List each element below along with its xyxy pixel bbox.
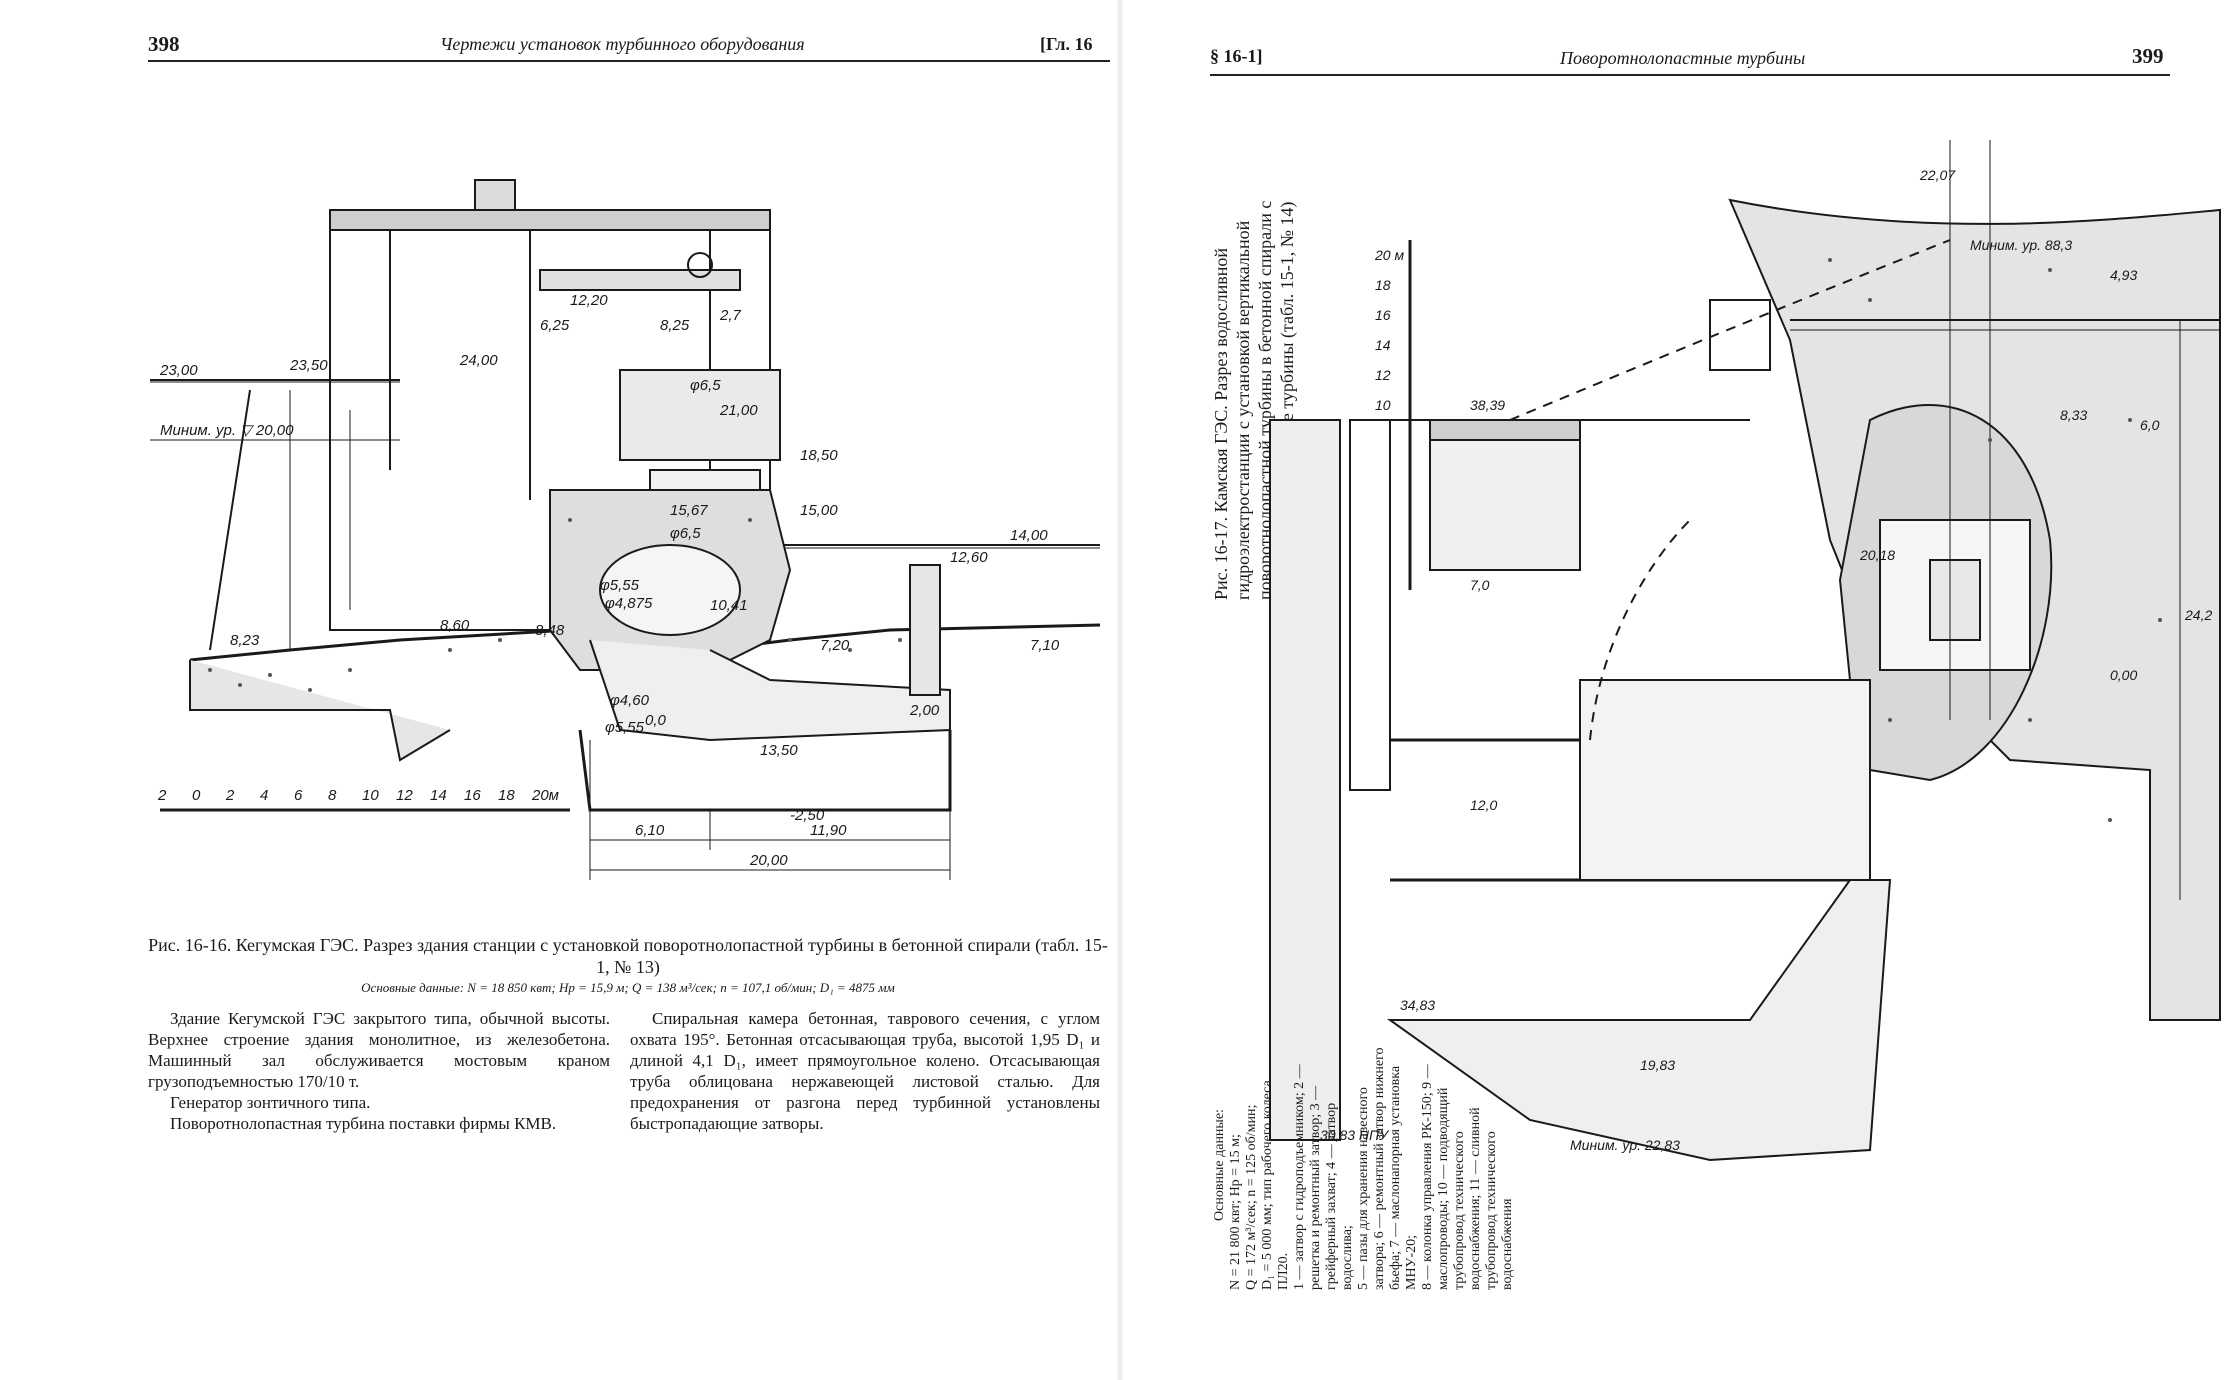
dimension-label: φ6,5	[670, 525, 701, 542]
dimension-label: 8,25	[660, 317, 690, 334]
elevation-label: 0,0	[645, 712, 667, 729]
scale-label: 10	[1375, 397, 1391, 413]
dimension-label: φ4,60	[610, 692, 650, 709]
legend-line: 1 — затвор с гидроподъемником; 2 — решет…	[1292, 1064, 1355, 1290]
legend-line: 5 — пазы для хранения навесного затвора;…	[1356, 1047, 1419, 1290]
elevation-label: 23,00	[159, 362, 198, 379]
elevation-label: 20,18	[1859, 547, 1895, 563]
elevation-label: 38,39	[1470, 397, 1505, 413]
text-column-1: Здание Кегумской ГЭС закрытого типа, обы…	[148, 1008, 610, 1134]
paragraph: Спиральная камера бетонная, таврового се…	[630, 1009, 1100, 1133]
paragraph: Поворотнолопастная турбина поставки фирм…	[170, 1114, 557, 1133]
legend-line: Q = 172 м³/сек; n = 125 об/мин;	[1244, 1104, 1259, 1290]
figure-caption-left: Рис. 16-16. Кегумская ГЭС. Разрез здания…	[148, 935, 1108, 977]
elevation-label: 12,60	[950, 549, 988, 566]
page-number-left: 398	[148, 32, 180, 56]
elevation-label: 15,00	[800, 502, 838, 519]
elevation-label: 8,23	[230, 632, 260, 649]
elevation-label: 7,10	[1030, 637, 1060, 654]
elevation-label: 4,93	[2110, 267, 2137, 283]
book-gutter	[1116, 0, 1124, 1380]
elevation-label: 7,20	[820, 637, 850, 654]
main-data-left: Основные данные: N = 18 850 квт; Hр = 15…	[361, 980, 895, 995]
scale-label: 20 м	[1374, 247, 1404, 263]
dimension-label: 2,7	[719, 307, 742, 324]
dimension-label: 7,0	[1470, 577, 1490, 593]
elevation-label: Миним. ур. ▽ 20,00	[160, 422, 294, 439]
page-number-right: 399	[2132, 44, 2164, 68]
dimension-label: φ5,55	[600, 577, 640, 594]
elevation-label: 23,50	[289, 357, 328, 374]
scale-label: 10	[362, 787, 379, 804]
elevation-label: Миним. ур. 22,83	[1570, 1137, 1680, 1153]
figure-kegum-section: 2 0 2 4 6 8 10 12 14 16 18 20м 23,00 23,…	[150, 179, 1101, 880]
dimension-label: 12,20	[570, 292, 608, 309]
elevation-label: 24,00	[459, 352, 498, 369]
scale-label: 8	[328, 787, 337, 804]
scale-label: 0	[192, 787, 201, 804]
dimension-label: 15,67	[670, 502, 708, 519]
elevation-label: -2,50	[790, 807, 825, 824]
scale-label: 16	[464, 787, 481, 804]
header-rule-left	[148, 60, 1110, 62]
dimension-label: 10,41	[710, 597, 748, 614]
chapter-ref: [Гл. 16	[1040, 34, 1093, 54]
scale-label: 14	[1375, 337, 1391, 353]
dimension-label: φ4,875	[605, 595, 653, 612]
figure-kama-section: 22,07 38,39 Миним. ур. 88,3 20,18 34,83 …	[1269, 140, 2221, 1162]
elevation-label: 34,83	[1400, 997, 1435, 1013]
paragraph: Генератор зонтичного типа.	[170, 1093, 371, 1112]
legend-title: Основные данные:	[1212, 1109, 1227, 1221]
elevation-label: 8,33	[2060, 407, 2087, 423]
paragraph: Здание Кегумской ГЭС закрытого типа, обы…	[148, 1009, 610, 1091]
dimension-label: 21,00	[719, 402, 758, 419]
elevation-label: 14,00	[1010, 527, 1048, 544]
scale-label: 20м	[531, 787, 559, 804]
elevation-label: Миним. ур. 88,3	[1970, 237, 2072, 253]
scale-label: 2	[157, 787, 167, 804]
dimension-label: 13,50	[760, 742, 798, 759]
scale-label: 12	[396, 787, 413, 804]
dimension-label: 6,0	[2140, 417, 2160, 433]
legend-line: D₁ = 5 000 мм; тип рабочего колеса ПЛ20.	[1260, 1080, 1291, 1290]
dimension-label: 6,10	[635, 822, 665, 839]
dimension-label: φ6,5	[690, 377, 721, 394]
elevation-label: 0,00	[2110, 667, 2137, 683]
legend-line: N = 21 800 квт; Hр = 15 м;	[1228, 1134, 1243, 1290]
elevation-label: 2,00	[909, 702, 940, 719]
dimension-label: 12,0	[1470, 797, 1497, 813]
scale-label: 6	[294, 787, 303, 804]
running-title-left: Чертежи установок турбинного оборудовани…	[440, 34, 805, 54]
legend-line: 8 — колонка управления РК-150; 9 — масло…	[1420, 1064, 1515, 1290]
scale-label: 14	[430, 787, 447, 804]
dimension-label: 6,25	[540, 317, 570, 334]
dimension-label: 11,90	[810, 822, 847, 839]
elevation-label: 19,83	[1640, 1057, 1675, 1073]
elevation-label: 8,48	[535, 622, 565, 639]
dimension-label: 24,2	[2184, 607, 2212, 623]
scale-label: 18	[1375, 277, 1391, 293]
header-rule-right	[1210, 74, 2170, 76]
scale-label: 2	[225, 787, 235, 804]
dimension-label: 20,00	[749, 852, 788, 869]
elevation-label: 18,50	[800, 447, 838, 464]
dimension-label: φ5,55	[605, 719, 645, 736]
section-ref: § 16-1]	[1210, 46, 1263, 66]
figure-legend-right: Основные данные: N = 21 800 квт; Hр = 15…	[1212, 1040, 1516, 1290]
right-page: § 16-1] Поворотнолопастные турбины 399 Р…	[1120, 0, 2240, 1380]
elevation-label: 30,83 НПУ	[1320, 1127, 1390, 1143]
scale-label: 12	[1375, 367, 1391, 383]
text-column-2: Спиральная камера бетонная, таврового се…	[630, 1008, 1100, 1134]
scale-label: 16	[1375, 307, 1391, 323]
elevation-label: 8,60	[440, 617, 470, 634]
scale-label: 4	[260, 787, 268, 804]
elevation-label: 22,07	[1919, 167, 1956, 183]
running-title-right: Поворотнолопастные турбины	[1560, 48, 1806, 68]
scale-label: 18	[498, 787, 515, 804]
left-page: 398 Чертежи установок турбинного оборудо…	[148, 32, 1110, 1134]
